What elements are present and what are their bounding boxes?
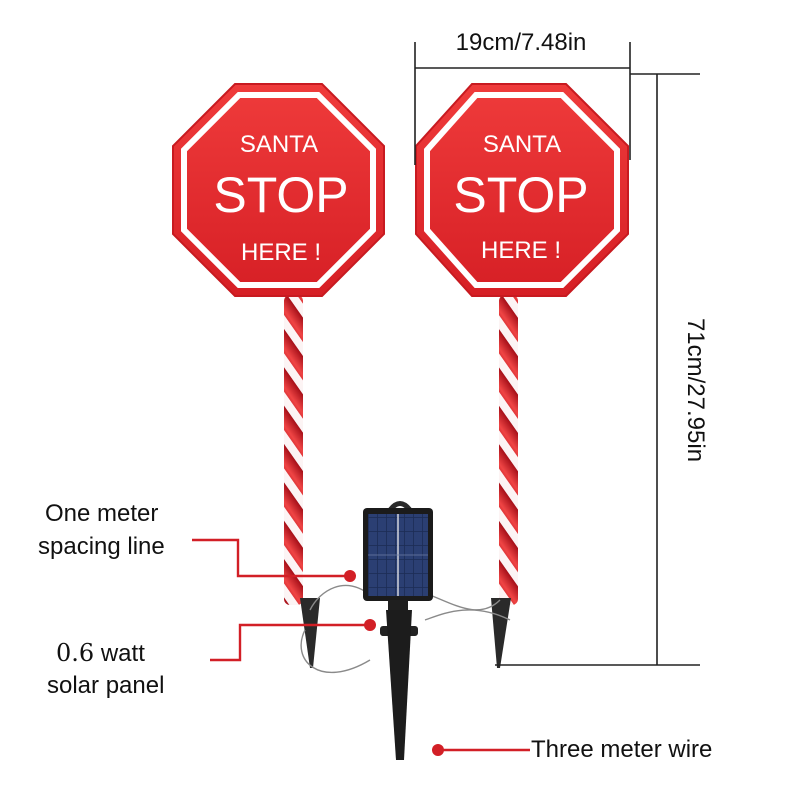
spacing-line-label-1: One meter [45, 500, 159, 527]
left-sign: SANTA STOP HERE ! [172, 83, 385, 297]
height-label: 71cm/27.95in [682, 318, 709, 462]
left-pole [284, 295, 303, 605]
width-dimension [414, 42, 631, 165]
solar-panel-label-2: solar panel [47, 672, 165, 699]
spacing-line-label: One meter [45, 497, 158, 531]
right-sign-line2: STOP [453, 167, 588, 223]
callout-dots [344, 570, 444, 756]
right-spike [491, 598, 511, 668]
solar-stake [386, 610, 412, 760]
solar-panel-label: 0.6 watt [56, 636, 145, 671]
left-sign-line3: HERE ! [241, 239, 321, 266]
wire-label-text: Three meter wire [531, 736, 713, 763]
height-dimension [495, 73, 700, 666]
wires [300, 584, 511, 673]
solar-panel-dot [364, 619, 376, 631]
spacing-line-label-2: spacing line [38, 533, 165, 560]
solar-panel-watt-number: 0.6 [56, 639, 95, 667]
left-stake [284, 295, 320, 668]
right-sign-line1: SANTA [483, 131, 561, 158]
left-spike [300, 598, 320, 668]
left-sign-line1: SANTA [240, 131, 318, 158]
spacing-line-dot [344, 570, 356, 582]
right-pole [499, 295, 518, 605]
right-sign: SANTA STOP HERE ! [415, 83, 629, 297]
width-label: 19cm/7.48in [456, 29, 587, 56]
right-stake [491, 295, 518, 668]
wire-label: Three meter wire [531, 733, 712, 767]
spacing-line-label-2-wrap: spacing line [38, 530, 165, 564]
solar-panel-watt-unit: watt [100, 640, 145, 667]
solar-panel-label-2-wrap: solar panel [47, 669, 164, 703]
solar-panel [363, 501, 433, 760]
right-sign-line3: HERE ! [481, 237, 561, 264]
left-sign-line2: STOP [213, 167, 348, 223]
wire-dot [432, 744, 444, 756]
callout-leaders [192, 538, 530, 752]
